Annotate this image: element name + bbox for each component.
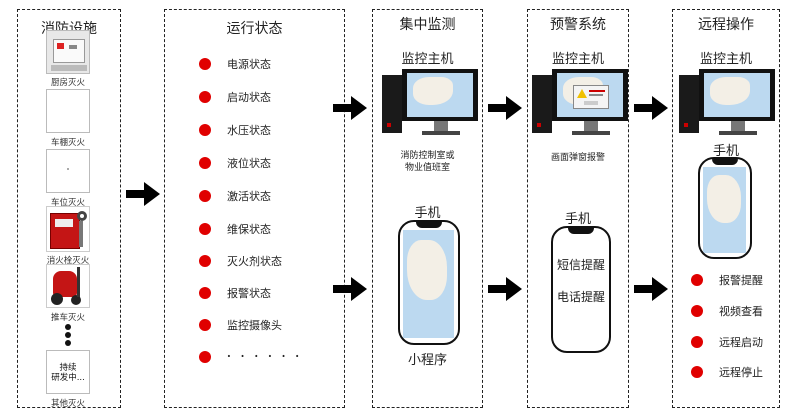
- status-label: 报警状态: [227, 287, 271, 300]
- carport-label: 车棚灭火: [50, 138, 85, 148]
- miniapp-label: 小程序: [407, 353, 447, 368]
- alert-popup-icon: [573, 85, 609, 109]
- status-label: 激活状态: [227, 190, 271, 203]
- status-dot: [199, 190, 211, 202]
- monitor-host-image: [679, 69, 775, 141]
- host-caption-line-2: 物业值班室: [404, 163, 450, 173]
- status-item-level: 液位状态: [199, 155, 271, 171]
- kitchen-label: 厨房灭火: [50, 78, 85, 88]
- host-caption-line-1: 消防控制室或: [400, 151, 455, 161]
- status-item-more: · · · · · ·: [199, 350, 302, 363]
- host-caption: 消防控制室或 物业值班室: [373, 150, 482, 174]
- status-dot: [199, 350, 211, 363]
- panel-monitoring: 集中监测 监控主机 消防控制室或 物业值班室 手机 小程序: [372, 9, 483, 408]
- sms-alert-label: 短信提醒: [556, 258, 605, 272]
- other-label: 其他灭火: [50, 399, 85, 409]
- remote-item-stop: 远程停止: [691, 364, 763, 380]
- call-alert-label: 电话提醒: [556, 290, 605, 304]
- phone-label: 手机: [564, 212, 591, 227]
- remote-item-video: 视频查看: [691, 303, 763, 319]
- remote-label: 远程停止: [719, 366, 763, 379]
- status-label: 电源状态: [227, 58, 271, 71]
- more-dot: [65, 324, 71, 330]
- status-dot: [199, 287, 211, 299]
- status-dot: [199, 223, 211, 235]
- panel-status: 运行状态 电源状态 启动状态 水压状态 液位状态 激活状态 维保状态 灭火剂状态…: [164, 9, 345, 408]
- cart-label: 推车灭火: [50, 313, 85, 323]
- in-development-box: 持续 研发中...: [46, 350, 90, 394]
- status-dot: [199, 157, 211, 169]
- status-label: 监控摄像头: [227, 319, 282, 332]
- panel-title: 预警系统: [550, 17, 606, 33]
- panel-facilities: 消防设施 厨房灭火 车棚灭火 车位灭火 消火栓灭火 推车灭火 持续 研发中...: [17, 9, 121, 409]
- ongoing-line-2: 研发中...: [51, 373, 85, 383]
- status-label: 灭火剂状态: [227, 255, 282, 268]
- status-label: 启动状态: [227, 91, 271, 104]
- status-dot: [199, 58, 211, 70]
- panel-title: 集中监测: [399, 17, 456, 33]
- remote-dot: [691, 366, 703, 378]
- phone-label: 手机: [712, 144, 739, 159]
- arrow-right-icon: [634, 96, 668, 120]
- status-label: · · · · · ·: [227, 350, 303, 363]
- status-item-camera: 监控摄像头: [199, 317, 282, 333]
- ongoing-line-1: 持续: [59, 363, 77, 373]
- parking-label: 车位灭火: [50, 198, 85, 208]
- status-item-start: 启动状态: [199, 89, 271, 105]
- parking-extinguisher-image: [46, 149, 90, 193]
- kitchen-extinguisher-image: [46, 30, 90, 74]
- panel-alert: 预警系统 监控主机 画面弹窗报警 手机 短信提醒 电话提醒: [527, 9, 629, 408]
- more-dot: [65, 332, 71, 338]
- phone-label: 手机: [414, 206, 441, 221]
- status-dot: [199, 124, 211, 136]
- panel-remote: 远程操作 监控主机 手机 报警提醒 视频查看 远程启动 远程停止: [672, 9, 780, 408]
- status-label: 水压状态: [227, 124, 271, 137]
- status-item-agent: 灭火剂状态: [199, 253, 282, 269]
- remote-dot: [691, 336, 703, 348]
- panel-title: 运行状态: [226, 21, 283, 37]
- arrow-right-icon: [126, 182, 160, 206]
- status-item-maintenance: 维保状态: [199, 221, 271, 237]
- status-item-pressure: 水压状态: [199, 122, 271, 138]
- arrow-right-icon: [488, 96, 522, 120]
- remote-label: 报警提醒: [719, 274, 763, 287]
- panel-title: 远程操作: [698, 17, 754, 33]
- status-label: 液位状态: [227, 157, 271, 170]
- status-item-activation: 激活状态: [199, 188, 271, 204]
- host-label: 监控主机: [699, 52, 752, 67]
- hydrant-extinguisher-image: [46, 206, 90, 252]
- host-caption: 画面弹窗报警: [550, 153, 605, 163]
- host-label: 监控主机: [551, 52, 604, 67]
- phone-image: [398, 220, 460, 345]
- remote-item-start: 远程启动: [691, 334, 763, 350]
- hydrant-label: 消火栓灭火: [46, 256, 90, 266]
- remote-dot: [691, 274, 703, 286]
- carport-extinguisher-image: [46, 89, 90, 133]
- remote-dot: [691, 305, 703, 317]
- monitor-host-image: [382, 69, 478, 141]
- monitor-host-image: [532, 69, 628, 141]
- cart-extinguisher-image: [46, 264, 90, 308]
- remote-label: 远程启动: [719, 336, 763, 349]
- host-label: 监控主机: [401, 52, 454, 67]
- remote-label: 视频查看: [719, 305, 763, 318]
- arrow-right-icon: [333, 277, 367, 301]
- arrow-right-icon: [333, 96, 367, 120]
- status-dot: [199, 255, 211, 267]
- arrow-right-icon: [634, 277, 668, 301]
- remote-item-alarm: 报警提醒: [691, 272, 763, 288]
- status-dot: [199, 319, 211, 331]
- arrow-right-icon: [488, 277, 522, 301]
- status-label: 维保状态: [227, 223, 271, 236]
- more-dot: [65, 340, 71, 346]
- status-dot: [199, 91, 211, 103]
- phone-image: [698, 157, 752, 259]
- phone-image: 短信提醒 电话提醒: [551, 226, 611, 353]
- status-item-alarm: 报警状态: [199, 285, 271, 301]
- status-item-power: 电源状态: [199, 56, 271, 72]
